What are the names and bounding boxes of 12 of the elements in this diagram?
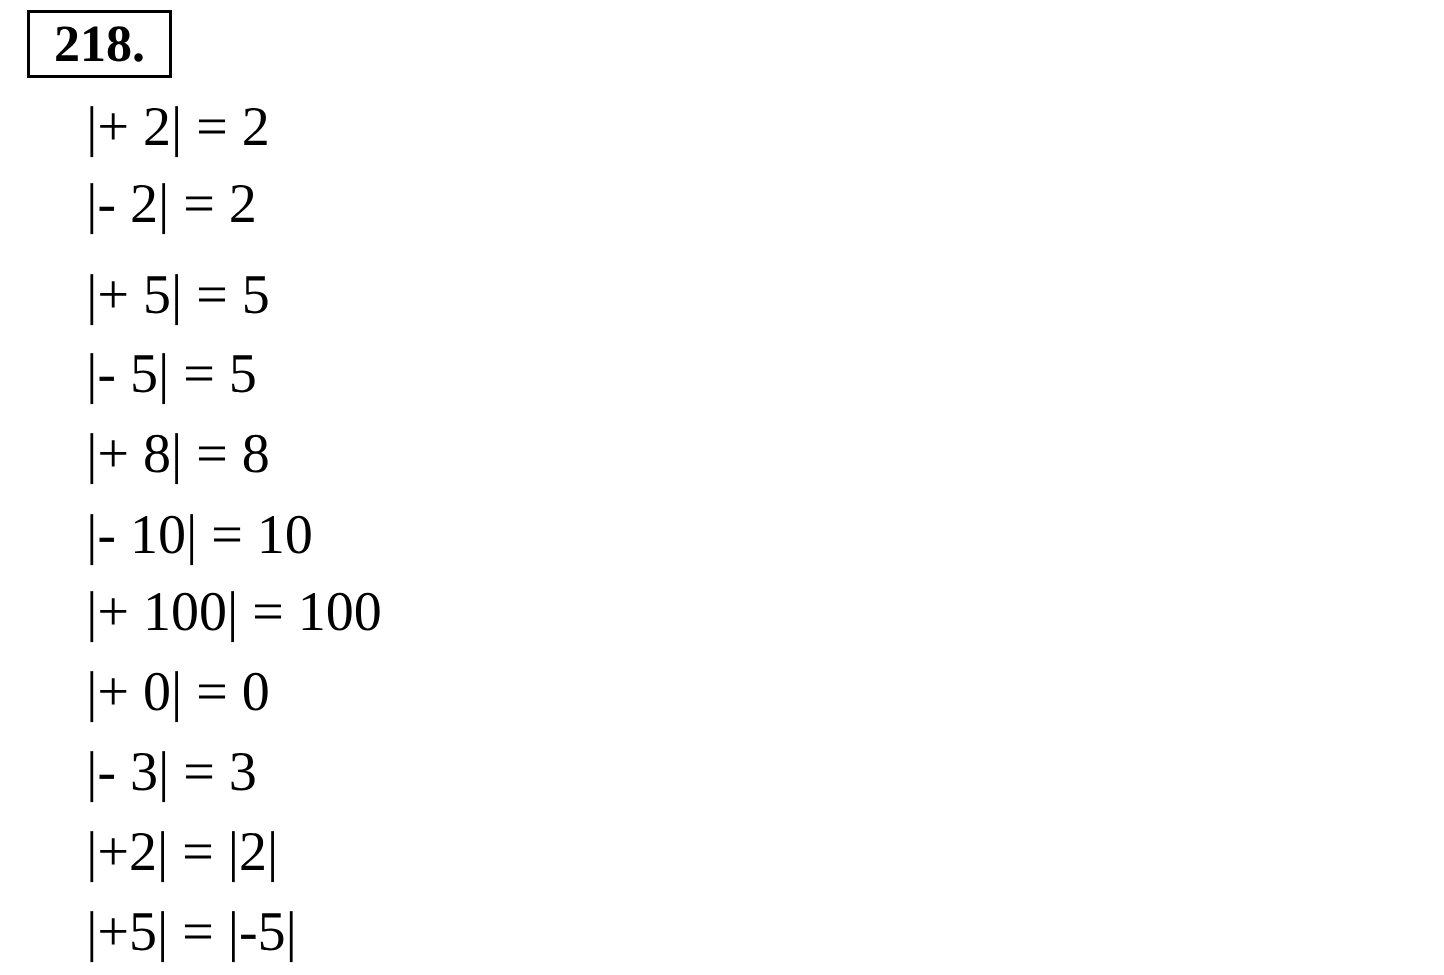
formula-line: |+5| = |-5| <box>90 911 293 963</box>
number-box: 218. <box>27 10 172 78</box>
formula-line: |+2| = |2| <box>90 831 274 883</box>
formula-line: |+ 5| = 5 <box>90 274 268 326</box>
formula-line: |+ 8| = 8 <box>90 433 268 485</box>
formula-line: |- 10| = 10 <box>90 514 311 566</box>
formula-line: |- 3| = 3 <box>90 751 255 803</box>
formula-line: |+ 100| = 100 <box>90 591 380 643</box>
formula-line: |- 2| = 2 <box>90 183 254 235</box>
formula-line: |- 5| = 5 <box>90 353 255 405</box>
formula-line: |+ 0| = 0 <box>90 671 268 723</box>
formula-line: |+ 2| = 2 <box>90 106 267 158</box>
